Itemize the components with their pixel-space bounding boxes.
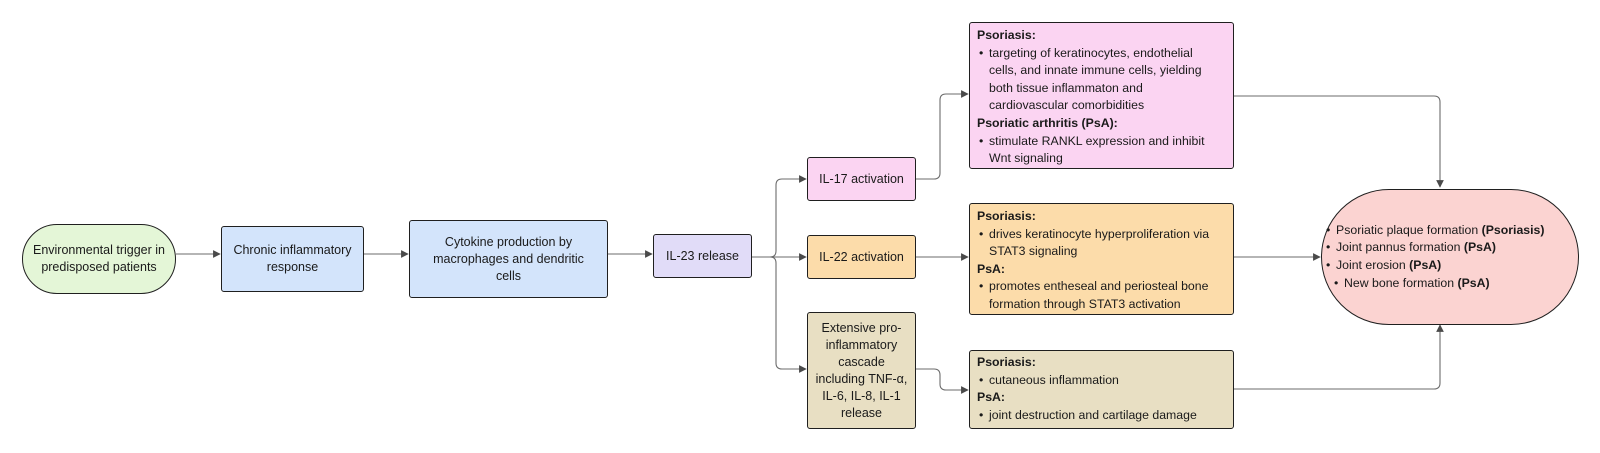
edge-il17details-outcome [1234,95,1444,188]
il22-psoriasis-list: drives keratinocyte hyperproliferation v… [977,226,1223,261]
node-il22-activation: IL-22 activation [807,235,916,279]
il22-psoriasis-item: drives keratinocyte hyperproliferation v… [977,226,1223,261]
cascade-psoriasis-header: Psoriasis: [977,355,1036,369]
il17-psa-header: Psoriatic arthritis (PsA): [977,115,1118,130]
il17-psa-item: stimulate RANKL expression and inhibit W… [977,133,1223,168]
cascade-psa-item: joint destruction and cartilage damage [977,407,1223,425]
il22-effects-box: Psoriasis: drives keratinocyte hyperprol… [969,203,1234,315]
node-cytokine-production-label: Cytokine production by macrophages and d… [433,234,584,283]
il17-psoriasis-list: targeting of keratinocytes, endothelial … [977,45,1223,115]
node-environmental-trigger-label: Environmental trigger in predisposed pat… [32,243,165,274]
node-environmental-trigger: Environmental trigger in predisposed pat… [22,224,176,294]
outcome-psoriatic-plaque-tag: (Psoriasis) [1481,222,1545,237]
node-pro-inflammatory-cascade: Extensive pro-inflammatory cascade inclu… [807,312,916,429]
il17-effects-box: Psoriasis: targeting of keratinocytes, e… [969,22,1234,169]
cascade-psa-header: PsA: [977,390,1006,405]
outcome-psoriatic-plaque: Psoriatic plaque formation (Psoriasis) [1324,222,1544,240]
node-il17-activation-label: IL-17 activation [819,171,904,186]
edge-cascadedetails-outcome [1234,324,1444,390]
node-pro-inflammatory-cascade-label: Extensive pro-inflammatory cascade inclu… [815,320,908,420]
outcome-new-bone-text: New bone formation [1344,275,1455,290]
edge-cascade-details [916,368,969,394]
il17-psa-list: stimulate RANKL expression and inhibit W… [977,133,1223,168]
node-chronic-inflammatory-response-label: Chronic inflammatory response [233,243,352,274]
node-il23-release: IL-23 release [653,234,752,278]
node-cytokine-production: Cytokine production by macrophages and d… [409,220,608,298]
node-clinical-outcomes: Psoriatic plaque formation (Psoriasis) J… [1321,189,1579,325]
outcome-joint-erosion-tag: (PsA) [1409,258,1442,272]
edge-il23-il17 [752,175,807,258]
cascade-psoriasis-list: cutaneous inflammation [977,372,1223,390]
il17-psoriasis-header: Psoriasis: [977,28,1036,42]
cascade-psa-list: joint destruction and cartilage damage [977,407,1223,425]
il17-psoriasis-item: targeting of keratinocytes, endothelial … [977,45,1223,115]
outcome-list: Psoriatic plaque formation (Psoriasis) J… [1324,222,1544,292]
edge-il17-details [916,90,969,180]
cascade-effects-box: Psoriasis: cutaneous inflammation PsA: j… [969,350,1234,429]
il22-psoriasis-header: Psoriasis: [977,209,1036,223]
il22-psa-item: promotes entheseal and periosteal bone f… [977,278,1223,313]
outcome-new-bone-tag: (PsA) [1457,275,1490,290]
il22-psa-list: promotes entheseal and periosteal bone f… [977,278,1223,313]
outcome-new-bone: New bone formation (PsA) [1332,275,1544,293]
node-chronic-inflammatory-response: Chronic inflammatory response [221,226,364,292]
outcome-joint-pannus-tag: (PsA) [1463,240,1496,255]
outcome-psoriatic-plaque-text: Psoriatic plaque formation [1336,222,1479,237]
edge-il23-cascade [752,256,807,373]
il22-psa-header: PsA: [977,261,1006,276]
outcome-joint-erosion-text: Joint erosion [1336,258,1406,272]
cascade-psoriasis-item: cutaneous inflammation [977,372,1223,390]
outcome-joint-erosion: Joint erosion (PsA) [1324,257,1544,275]
outcome-joint-pannus: Joint pannus formation (PsA) [1324,239,1544,257]
node-il22-activation-label: IL-22 activation [819,249,904,264]
outcome-joint-pannus-text: Joint pannus formation [1336,240,1461,255]
node-il17-activation: IL-17 activation [807,157,916,201]
node-il23-release-label: IL-23 release [666,248,739,263]
